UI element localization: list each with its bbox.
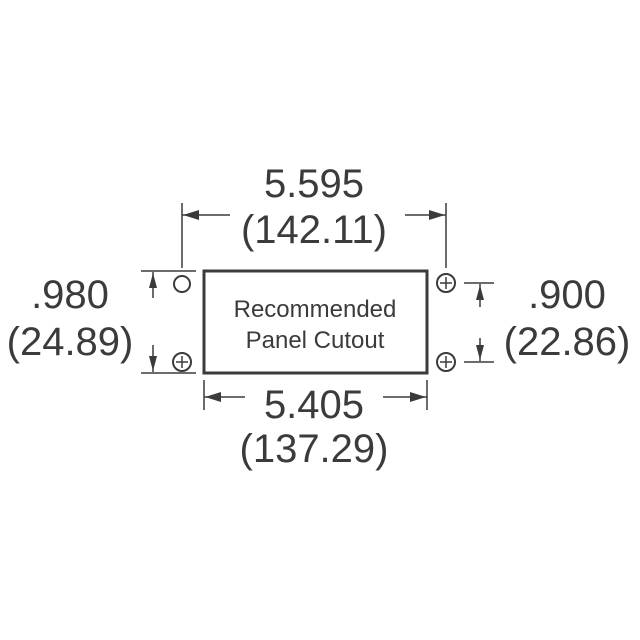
overall-width-dimension	[181, 203, 447, 268]
right-height-dimension	[464, 282, 494, 363]
screw-hole-icon	[436, 352, 456, 372]
arrow-down-icon	[149, 356, 157, 371]
cutout-width-inch: 5.405	[264, 383, 364, 427]
cutout-width-dimension	[203, 380, 428, 410]
overall-width-mm: (142.11)	[241, 208, 387, 252]
left-height-inch: .980	[31, 273, 109, 317]
arrow-up-icon	[476, 285, 484, 300]
arrow-down-icon	[476, 345, 484, 360]
right-height-mm: (22.86)	[504, 320, 631, 364]
arrow-right-icon	[410, 392, 426, 402]
overall-width-inch: 5.595	[264, 162, 364, 206]
arrow-right-icon	[429, 210, 445, 220]
right-height-inch: .900	[528, 273, 606, 317]
open-hole-icon	[173, 275, 191, 293]
left-height-dimension	[141, 270, 196, 374]
screw-hole-icon	[436, 273, 456, 293]
cutout-label-line2: Panel Cutout	[246, 327, 385, 354]
cutout-width-mm: (137.29)	[240, 427, 389, 471]
arrow-left-icon	[205, 392, 221, 402]
left-height-mm: (24.89)	[7, 320, 134, 364]
arrow-up-icon	[149, 273, 157, 288]
cutout-label-line1: Recommended	[234, 296, 397, 323]
screw-hole-icon	[172, 352, 192, 372]
arrow-left-icon	[183, 210, 199, 220]
cutout-rectangle	[202, 269, 429, 375]
